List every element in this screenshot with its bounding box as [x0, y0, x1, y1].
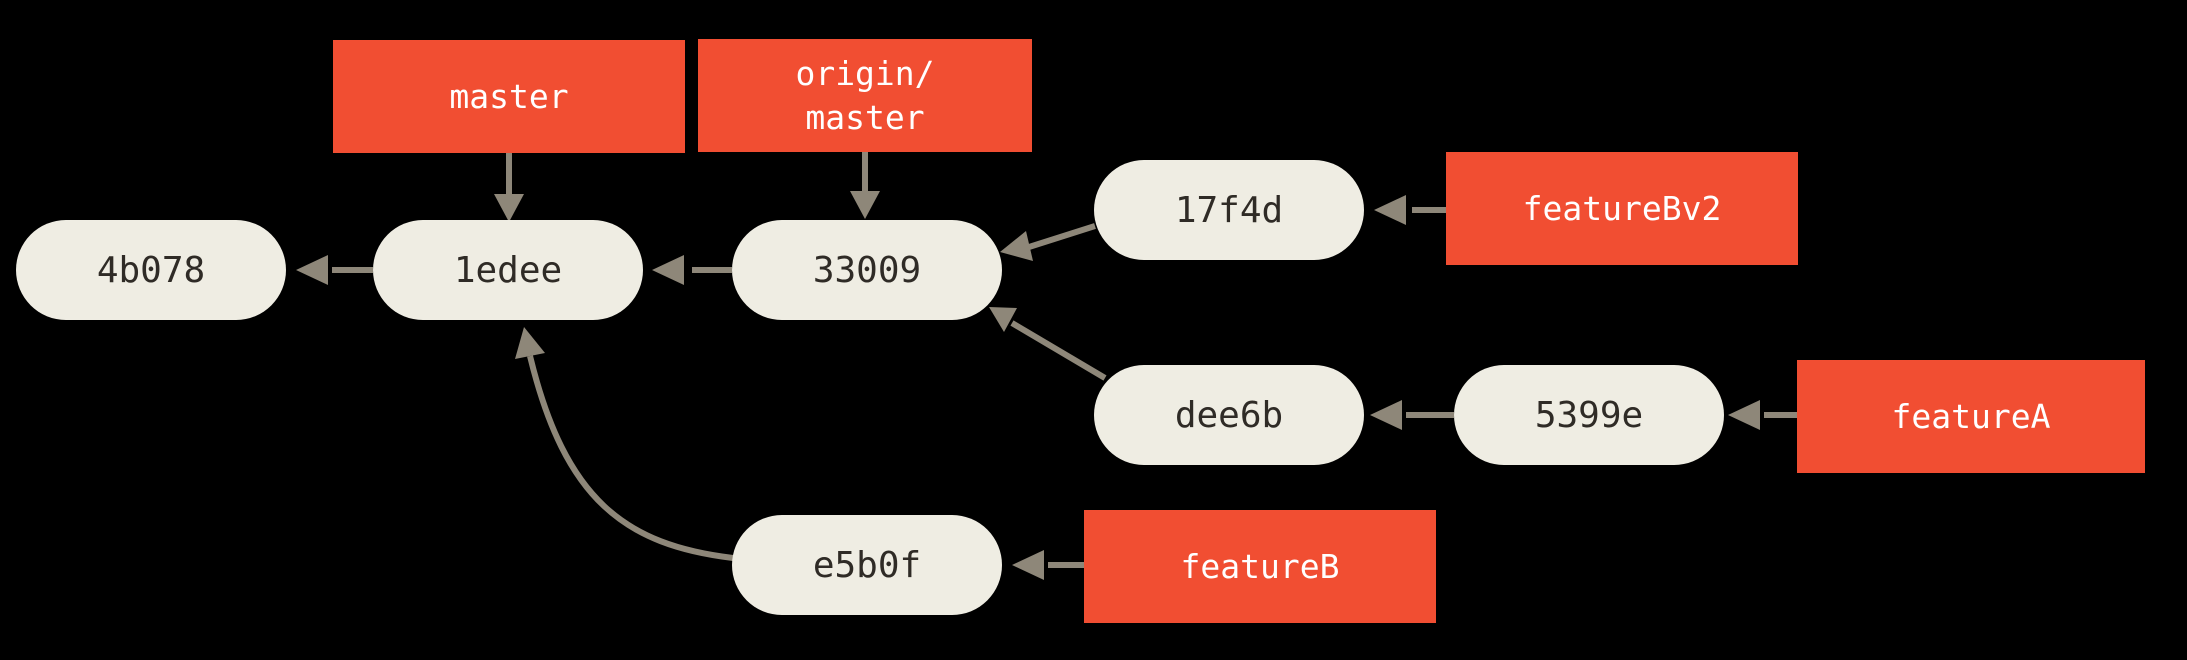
- branch-label-featureA-text: featureA: [1891, 396, 2051, 436]
- edge-dee6b-to-33009: [989, 307, 1107, 381]
- branch-label-featureBv2: featureBv2: [1446, 152, 1798, 265]
- edge-featureB-to-e5b0f: [1012, 550, 1084, 580]
- edge-e5b0f-to-1edee: [515, 327, 734, 561]
- commit-node-33009: 33009: [732, 220, 1002, 320]
- commit-node-4b078: 4b078: [16, 220, 286, 320]
- branch-label-master: master: [333, 40, 685, 153]
- edge-33009-to-1edee: [652, 255, 732, 285]
- edge-featureA-to-5399e: [1728, 400, 1797, 430]
- branch-label-featureB: featureB: [1084, 510, 1436, 623]
- commit-node-e5b0f: e5b0f: [732, 515, 1002, 615]
- edge-master-to-1edee: [494, 153, 524, 222]
- edge-17f4d-to-33009: [1000, 223, 1096, 261]
- edge-featureBv2-to-17f4d: [1374, 195, 1446, 225]
- branch-label-featureBv2-text: featureBv2: [1522, 188, 1722, 228]
- branch-label-master-text: master: [449, 76, 569, 116]
- commit-node-17f4d: 17f4d: [1094, 160, 1364, 260]
- edge-1edee-to-4b078: [296, 255, 373, 285]
- branch-label-origin-master: origin/ master: [698, 39, 1032, 152]
- branch-label-featureB-text: featureB: [1180, 546, 1340, 586]
- branch-label-origin-master-text: origin/ master: [795, 53, 935, 137]
- commit-node-5399e: 5399e: [1454, 365, 1724, 465]
- commit-node-dee6b: dee6b: [1094, 365, 1364, 465]
- edge-origin-master-to-33009: [850, 152, 880, 219]
- edge-5399e-to-dee6b: [1370, 400, 1454, 430]
- branch-label-featureA: featureA: [1797, 360, 2145, 473]
- commit-node-1edee: 1edee: [373, 220, 643, 320]
